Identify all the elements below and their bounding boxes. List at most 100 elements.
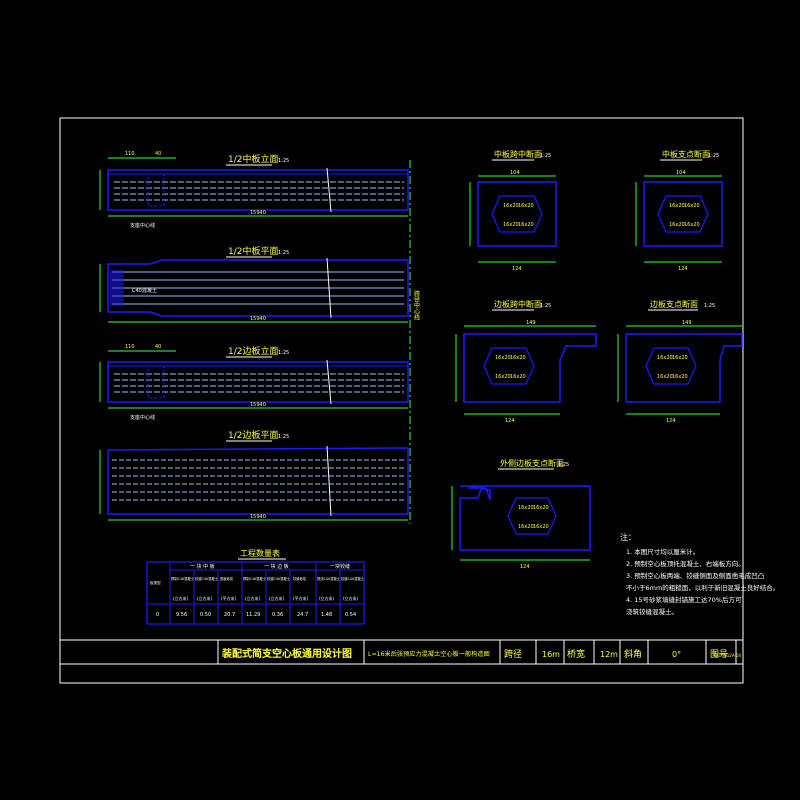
- elevation-view-2: 1/2边板立面 1:25 110 40 15940 支座中心线: [99, 344, 409, 421]
- break-line: [326, 359, 332, 405]
- col-unit: (立方米): [319, 595, 335, 601]
- note-item: 不小于6mm的粗糙面，以利于新旧混凝土良好结合。: [626, 583, 779, 592]
- title-block: 装配式简支空心板通用设计图 L=16米后张预应力混凝土空心板一般构造图 跨径 1…: [60, 639, 743, 665]
- drawing-no-value: SK16N12A-04: [713, 653, 741, 658]
- beam-outline: [107, 447, 409, 515]
- cell-label-1: 16x20: [518, 505, 534, 511]
- col-unit: (平方米): [221, 595, 237, 601]
- view-title: 中板跨中断面: [494, 149, 542, 159]
- notes-block: 注： 1. 本图尺寸均以厘米计。 2. 预制空心板顶托混凝土、右端板方向。 3.…: [620, 532, 779, 616]
- anchor-block: [110, 270, 124, 306]
- length-dim: 15940: [250, 514, 266, 520]
- col-unit: (平方米): [293, 595, 309, 601]
- plan-view-1: 1/2中板平面 1:25 15940 C40混凝土: [99, 245, 409, 323]
- view-title: 1/2中板平面: [228, 245, 279, 257]
- section-view-2: 中板支点断面 1:25 104 16x20 16x20 16x20 16x20 …: [635, 149, 723, 272]
- beam-outline: [107, 169, 409, 211]
- plan-view-2: 1/2边板平面 1:25 15940: [99, 429, 409, 521]
- section-view-5: 外侧边板支点断面 1:25 16x20 16x20 16x20 16x20 12…: [451, 458, 591, 570]
- cell-label-1: 16x20: [669, 203, 685, 209]
- col-header: 预制C40混凝土: [171, 576, 195, 581]
- col-unit: (立方米): [245, 595, 261, 601]
- dim-top-2: 40: [155, 151, 161, 157]
- section-outline: [643, 181, 723, 247]
- span-center-label: 跨径中心线: [413, 289, 420, 320]
- top-dim: 104: [510, 170, 520, 176]
- section-outline: [459, 485, 591, 551]
- view-title: 边板支点断面: [650, 299, 698, 309]
- break-line: [326, 167, 332, 213]
- cell-label-2: 16x20: [684, 203, 700, 209]
- table-cell: 0.50: [200, 612, 211, 618]
- table-cell: 20.7: [224, 612, 235, 618]
- col-header: 现浇C40混凝土: [317, 576, 341, 581]
- cell-label-1: 16x20: [657, 355, 673, 361]
- section-outline: [477, 181, 557, 247]
- bottom-dim: 124: [505, 418, 515, 424]
- span-label: 跨径: [504, 648, 522, 660]
- cell-label-2: 16x20: [518, 203, 534, 209]
- note-item: 4. 15号砂浆填缝封锚施工达70%后方可: [626, 595, 742, 604]
- section-outline: [625, 333, 743, 403]
- sheet-border: [59, 117, 744, 684]
- group-header: 一 块 边 板: [264, 563, 289, 570]
- col-unit: (立方米): [343, 595, 359, 601]
- col-header: 板类型: [150, 580, 161, 585]
- section-view-3: 边板跨中断面 1:25 149 16x20 16x20 16x20 16x20 …: [455, 299, 597, 424]
- bottom-dim: 124: [520, 564, 530, 570]
- cell-label-4: 16x20: [518, 222, 534, 228]
- void-outline: [483, 347, 535, 385]
- beam-outline: [107, 259, 409, 317]
- note-item: 2. 预制空心板顶托混凝土、右端板方向。: [626, 559, 745, 568]
- col-header: 底板砂浆: [220, 576, 234, 581]
- void-outline: [645, 347, 697, 385]
- col-header: 铰缝C40混凝土: [195, 576, 219, 581]
- cell-label-4: 16x20: [672, 374, 688, 380]
- view-scale: 1:25: [540, 153, 551, 159]
- view-title: 外侧边板支点断面: [500, 458, 564, 468]
- cell-label-2: 16x20: [510, 355, 526, 361]
- table-cell: 11.29: [246, 612, 260, 618]
- view-title: 边板跨中断面: [494, 299, 542, 309]
- cell-label-3: 16x20: [503, 222, 519, 228]
- cell-label-1: 16x20: [503, 203, 519, 209]
- col-unit: (立方米): [269, 595, 285, 601]
- length-dim: 15940: [250, 210, 266, 216]
- col-header: 铰缝C40混凝土: [341, 576, 365, 581]
- cell-label-2: 16x20: [533, 505, 549, 511]
- col-unit: (立方米): [197, 595, 213, 601]
- cell-label-4: 16x20: [510, 374, 526, 380]
- view-scale: 1:25: [708, 153, 719, 159]
- width-label: 桥宽: [567, 648, 585, 660]
- view-title: 中板支点断面: [662, 149, 710, 159]
- cell-label-3: 16x20: [495, 374, 511, 380]
- beam-outline: [107, 361, 409, 403]
- support-note: 支座中心线: [130, 222, 155, 229]
- col-header: 铰缝C40混凝土: [267, 576, 291, 581]
- table-cell: 9.56: [176, 612, 187, 618]
- cell-label-3: 16x20: [669, 222, 685, 228]
- void-outline: [657, 195, 709, 233]
- skew-label: 斜角: [624, 648, 642, 660]
- break-line: [326, 257, 332, 319]
- span-value: 16m: [542, 650, 560, 659]
- view-title: 1/2边板平面: [228, 429, 279, 441]
- cell-label-1: 16x20: [495, 355, 511, 361]
- table-cell: 0.54: [345, 612, 356, 618]
- view-title: 1/2边板立面: [228, 345, 279, 357]
- width-value: 12m: [600, 650, 618, 659]
- view-scale: 1:25: [278, 250, 289, 256]
- section-outline: [463, 333, 597, 403]
- view-scale: 1:25: [278, 434, 289, 440]
- view-title: 1/2中板立面: [228, 153, 279, 165]
- note-item: 1. 本图尺寸均以厘米计。: [626, 547, 699, 556]
- view-scale: 1:25: [278, 158, 289, 164]
- end-block: [147, 365, 165, 399]
- length-dim: 15940: [250, 316, 266, 322]
- view-scale: 1:25: [540, 303, 551, 309]
- view-scale: 1:25: [558, 462, 569, 468]
- end-block: [147, 173, 165, 207]
- view-scale: 1:25: [278, 350, 289, 356]
- cell-label-3: 16x20: [518, 524, 534, 530]
